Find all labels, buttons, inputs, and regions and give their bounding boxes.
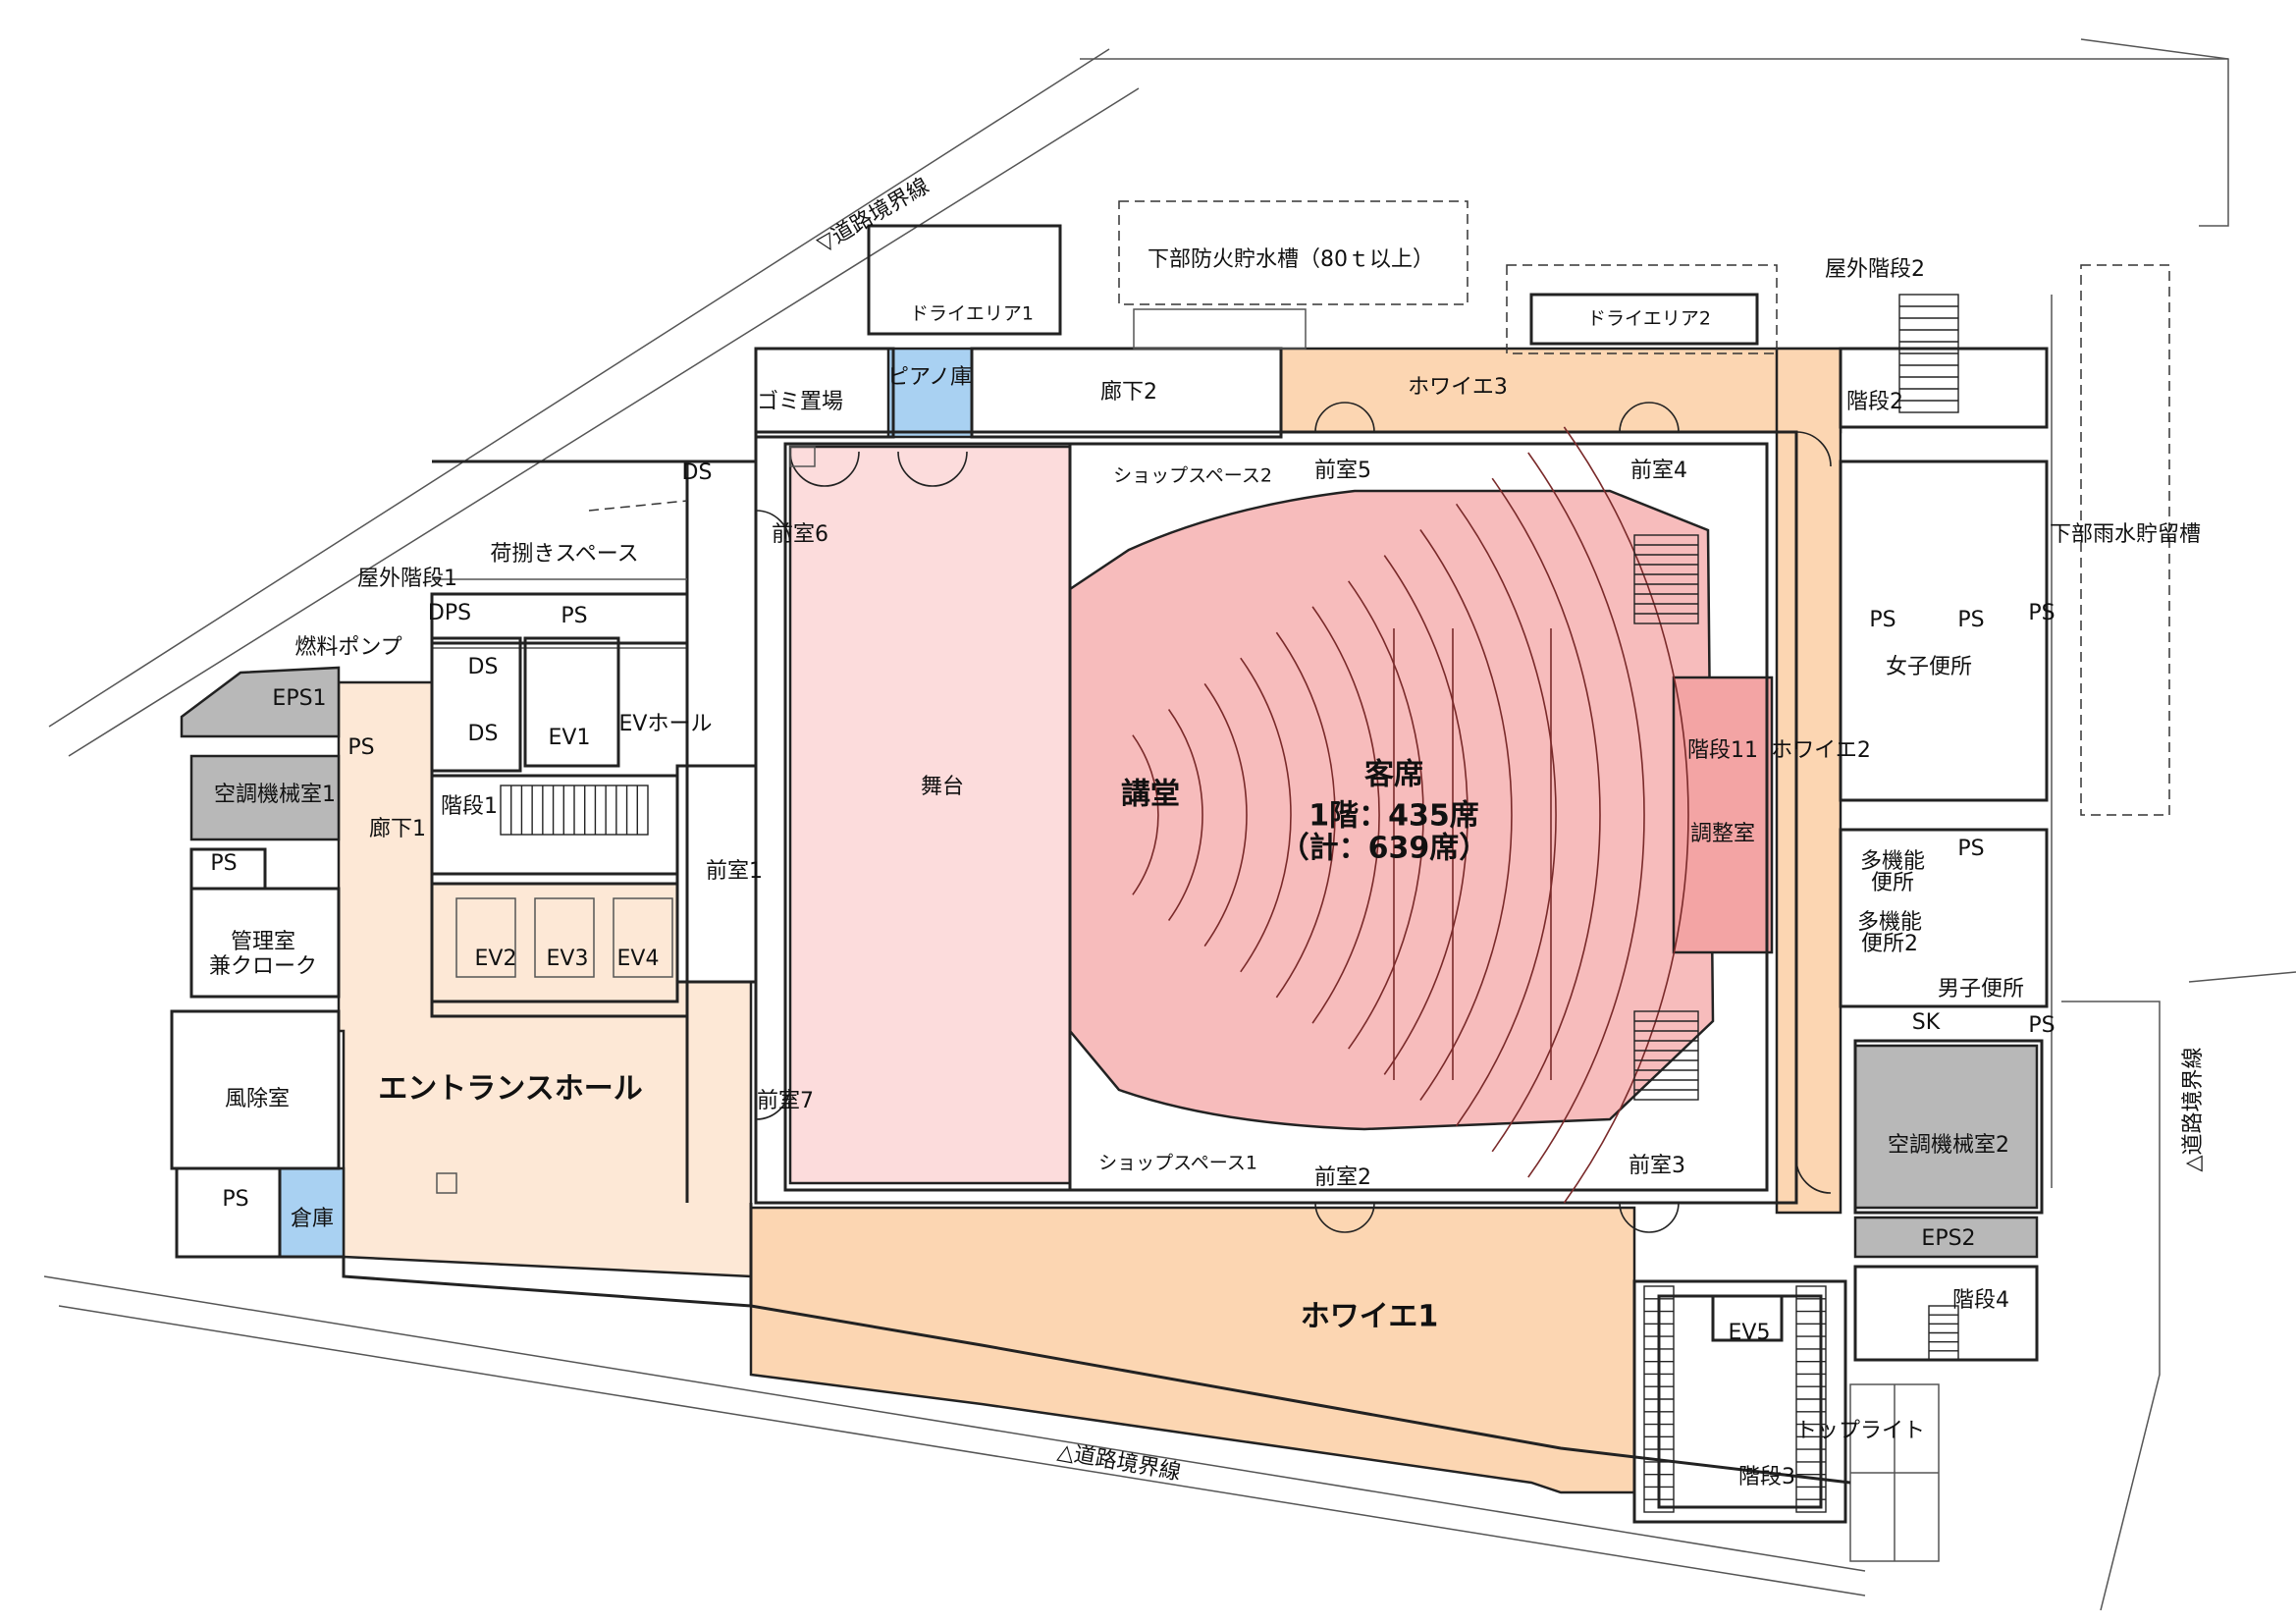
control-room: [1672, 676, 1774, 954]
stair11-label: 階段11: [1687, 738, 1758, 763]
ac1-label: 空調機械室1: [214, 783, 336, 807]
anteroom3-label: 前室3: [1629, 1154, 1685, 1178]
eps1-label: EPS1: [272, 686, 326, 711]
eps2-room: [1853, 1216, 2039, 1259]
seats-line2: 1階：435席: [1308, 799, 1479, 834]
admin-label: 管理室: [231, 930, 295, 954]
doors: [755, 402, 1832, 1233]
ps-r1-label: PS: [1869, 608, 1896, 632]
garbage-label: ゴミ置場: [757, 390, 843, 414]
windbreak-label: 風除室: [225, 1087, 290, 1111]
sink-fixture: [789, 446, 816, 467]
multi-wc1b-label: 便所: [1871, 871, 1914, 895]
auditorium-seating: [1068, 489, 1715, 1131]
mens-wc-label: 男子便所: [1938, 977, 2024, 1001]
labels: ▽道路境界線 △道路境界線 △道路境界線 下部防火貯水槽（80ｔ以上） ドライエ…: [209, 174, 2206, 1489]
toplight-label: トップライト: [1795, 1419, 1925, 1443]
ev-hall-label: EVホール: [619, 712, 713, 736]
ds1-label: DS: [468, 655, 499, 679]
admin2-label: 兼クローク: [209, 954, 317, 979]
outdoor-stair1-label: 屋外階段1: [357, 567, 457, 591]
ev5-label: EV5: [1729, 1321, 1771, 1345]
ps-b-label: PS: [210, 851, 237, 876]
foyer2-label: ホワイエ2: [1771, 738, 1871, 763]
eps2-label: EPS2: [1921, 1226, 1975, 1251]
dry-area1-label: ドライエリア1: [910, 303, 1034, 325]
fuel-pump-label: 燃料ポンプ: [294, 635, 401, 660]
column-marker: [436, 1172, 457, 1194]
ds-top-label: DS: [682, 460, 713, 485]
rain-tank-label: 下部雨水貯留槽: [2050, 522, 2201, 547]
ev2-label: EV2: [475, 947, 517, 971]
shop-space1-label: ショップスペース1: [1098, 1153, 1257, 1174]
auditorium-label: 講堂: [1121, 778, 1180, 812]
entrance-hall-area: [337, 680, 753, 1278]
ps-top-label: PS: [561, 604, 587, 628]
foyer3-label: ホワイエ3: [1408, 375, 1508, 400]
ps-c-label: PS: [222, 1187, 248, 1212]
unloading-label: 荷捌きスペース: [490, 542, 638, 567]
ac2-label: 空調機械室2: [1888, 1133, 2009, 1158]
multi-wc2b-label: 便所2: [1861, 932, 1918, 956]
piano-storage: [886, 347, 974, 439]
eps1-room: [180, 666, 341, 738]
foyer1-label: ホワイエ1: [1301, 1300, 1439, 1334]
corridor1-label: 廊下1: [369, 817, 426, 841]
stair4-label: 階段4: [1952, 1288, 2009, 1313]
stair-outline: [1633, 534, 1699, 624]
road-top-label: ▽道路境界線: [814, 174, 934, 257]
stair-outline: [1633, 1010, 1699, 1101]
multi-wc1-label: 多機能: [1860, 849, 1925, 874]
shop-space2-label: ショップスペース2: [1113, 465, 1272, 487]
dps-label: DPS: [428, 601, 471, 625]
entrance-hall-label: エントランスホール: [378, 1072, 642, 1107]
womens-wc-label: 女子便所: [1886, 655, 1972, 679]
control-label: 調整室: [1690, 822, 1755, 846]
ps-r3-label: PS: [2028, 601, 2055, 625]
foyer3-area: [1279, 347, 1842, 434]
outdoor-stair2-label: 屋外階段2: [1825, 257, 1925, 282]
stair2-label: 階段2: [1846, 390, 1903, 414]
foyer2-area: [1775, 347, 1842, 1215]
building-walls: [170, 200, 2170, 1562]
anteroom5-label: 前室5: [1314, 459, 1371, 483]
stair3-label: 階段3: [1738, 1465, 1795, 1489]
piano-label: ピアノ庫: [887, 365, 972, 390]
anteroom6-label: 前室6: [772, 522, 828, 547]
ev4-label: EV4: [617, 947, 660, 971]
stairs: [500, 294, 1959, 1513]
seats-title: 客席: [1364, 758, 1423, 792]
seats-line3: （計：639席）: [1280, 832, 1489, 866]
ps-r2-label: PS: [1957, 608, 1984, 632]
ac2-room: [1853, 1044, 2039, 1210]
anteroom2-label: 前室2: [1314, 1165, 1371, 1190]
foyer1-area: [749, 1206, 1636, 1494]
stage-area: [788, 445, 1072, 1185]
dry-area2-label: ドライエリア2: [1587, 308, 1711, 330]
road-right-label: △道路境界線: [2181, 1048, 2206, 1172]
corridor2-label: 廊下2: [1100, 380, 1157, 405]
ps-a-label: PS: [347, 735, 374, 760]
ac1-room: [189, 754, 341, 841]
stair1-label: 階段1: [441, 794, 498, 819]
ev3-label: EV3: [547, 947, 589, 971]
stage-label: 舞台: [921, 775, 964, 799]
anteroom7-label: 前室7: [757, 1089, 814, 1113]
ps-r5-label: PS: [2028, 1013, 2055, 1038]
ev1-label: EV1: [549, 726, 591, 750]
fire-tank-label: 下部防火貯水槽（80ｔ以上）: [1148, 247, 1434, 272]
anteroom4-label: 前室4: [1630, 459, 1687, 483]
sk-label: SK: [1912, 1010, 1941, 1035]
anteroom1-label: 前室1: [706, 859, 763, 884]
multi-wc2-label: 多機能: [1857, 910, 1922, 935]
ds2-label: DS: [468, 722, 499, 746]
seating-rows: [1132, 426, 1689, 1204]
road-bottom-label: △道路境界線: [1055, 1439, 1182, 1486]
site-boundary: [43, 38, 2296, 1611]
storage-label: 倉庫: [291, 1207, 334, 1231]
ps-r4-label: PS: [1957, 837, 1984, 861]
